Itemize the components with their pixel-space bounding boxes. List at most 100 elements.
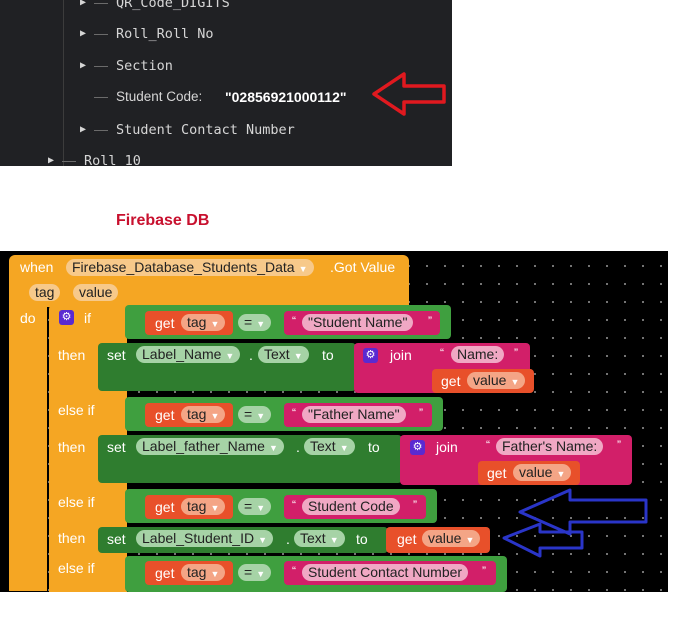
eq-dropdown[interactable]: =▼ — [238, 498, 272, 515]
operator: = — [244, 406, 253, 422]
to-keyword: to — [368, 439, 380, 455]
operator: = — [244, 314, 253, 330]
firebase-tree-panel: ▶ QR_Code_DIGITS ▶ Roll_Roll No ▶ Sectio… — [0, 0, 452, 166]
set-keyword: set — [107, 347, 126, 363]
get-keyword: get — [155, 565, 175, 581]
param-tag[interactable]: tag — [29, 284, 61, 301]
quote-icon: “ — [292, 498, 296, 512]
var-name: value — [473, 372, 507, 388]
property-dropdown[interactable]: Text▼ — [304, 438, 355, 455]
blue-arrow-annotation — [502, 488, 648, 558]
tree-row-label: Roll_Roll No — [116, 26, 214, 42]
var-dropdown[interactable]: tag▼ — [181, 406, 226, 423]
caption-firebase-db: Firebase DB — [116, 212, 210, 229]
join-keyword: join — [390, 347, 412, 363]
blocks-workspace[interactable]: when Firebase_Database_Students_Data▼ .G… — [0, 251, 668, 592]
component-dropdown[interactable]: Firebase_Database_Students_Data▼ — [66, 259, 314, 276]
component-dropdown[interactable]: Label_Student_ID▼ — [136, 530, 274, 547]
component-name: Label_father_Name — [142, 438, 265, 454]
expand-caret-icon[interactable]: ▶ — [80, 0, 87, 8]
if-keyword: if — [84, 310, 91, 326]
dropdown-arrow-icon: ▼ — [510, 377, 520, 387]
dropdown-arrow-icon: ▼ — [293, 351, 303, 361]
text-value[interactable]: Student Contact Number — [302, 564, 469, 581]
quote-icon: “ — [440, 346, 444, 360]
tree-connector — [94, 34, 108, 35]
quote-icon: ” — [419, 406, 423, 420]
text-value[interactable]: Student Code — [302, 498, 400, 515]
quote-icon: ” — [428, 314, 432, 328]
tree-connector — [94, 3, 108, 4]
text-value[interactable]: "Father Name" — [302, 406, 406, 423]
component-name: Label_Name — [142, 346, 222, 362]
var-name: value — [428, 530, 462, 546]
dropdown-arrow-icon: ▼ — [256, 569, 266, 579]
eq-dropdown[interactable]: =▼ — [238, 564, 272, 581]
dropdown-arrow-icon: ▼ — [298, 264, 308, 274]
eq-dropdown[interactable]: =▼ — [238, 406, 272, 423]
get-keyword: get — [155, 499, 175, 515]
else-if-keyword: else if — [58, 560, 95, 576]
tree-row-label: Student Contact Number — [116, 122, 295, 138]
tree-row-value[interactable]: "02856921000112" — [225, 89, 347, 105]
to-keyword: to — [356, 531, 368, 547]
quote-icon: ” — [514, 346, 518, 360]
quote-icon: “ — [486, 438, 490, 452]
get-keyword: get — [487, 465, 507, 481]
get-keyword: get — [155, 407, 175, 423]
tree-row-label: Roll 10 — [84, 153, 141, 166]
property-dropdown[interactable]: Text▼ — [294, 530, 345, 547]
var-dropdown[interactable]: value▼ — [513, 464, 572, 481]
quote-icon: “ — [292, 314, 296, 328]
component-dropdown[interactable]: Label_father_Name▼ — [136, 438, 284, 455]
component-name: Firebase_Database_Students_Data — [72, 259, 295, 275]
var-dropdown[interactable]: tag▼ — [181, 498, 226, 515]
else-if-keyword: else if — [58, 402, 95, 418]
quote-icon: “ — [292, 406, 296, 420]
property-name: Text — [310, 438, 336, 454]
set-keyword: set — [107, 531, 126, 547]
var-name: value — [519, 464, 553, 480]
mutator-gear-icon[interactable]: ⚙ — [410, 440, 425, 455]
expand-caret-icon[interactable]: ▶ — [80, 28, 87, 39]
operator: = — [244, 564, 253, 580]
set-keyword: set — [107, 439, 126, 455]
var-dropdown[interactable]: value▼ — [467, 372, 526, 389]
var-dropdown[interactable]: tag▼ — [181, 314, 226, 331]
mutator-gear-icon[interactable]: ⚙ — [59, 310, 74, 325]
tree-connector — [94, 130, 108, 131]
dropdown-arrow-icon: ▼ — [210, 569, 220, 579]
join-text-value[interactable]: Father's Name: — [496, 438, 604, 455]
dropdown-arrow-icon: ▼ — [256, 319, 266, 329]
dropdown-arrow-icon: ▼ — [329, 535, 339, 545]
quote-icon: ” — [617, 438, 621, 452]
var-dropdown[interactable]: tag▼ — [181, 564, 226, 581]
property-dropdown[interactable]: Text▼ — [258, 346, 309, 363]
mutator-gear-icon[interactable]: ⚙ — [363, 348, 378, 363]
tree-row-label: QR_Code_DIGITS — [116, 0, 230, 11]
tree-connector — [94, 97, 108, 98]
var-dropdown[interactable]: value▼ — [422, 530, 481, 547]
param-value[interactable]: value — [73, 284, 119, 301]
event-block-spine — [9, 301, 47, 591]
text-value[interactable]: "Student Name" — [302, 314, 414, 331]
get-keyword: get — [441, 373, 461, 389]
dropdown-arrow-icon: ▼ — [210, 411, 220, 421]
tree-connector — [94, 66, 108, 67]
expand-caret-icon[interactable]: ▶ — [80, 60, 87, 71]
tree-guide-line — [63, 0, 64, 166]
eq-dropdown[interactable]: =▼ — [238, 314, 272, 331]
get-keyword: get — [397, 531, 417, 547]
join-text-value[interactable]: Name: — [451, 346, 505, 363]
dropdown-arrow-icon: ▼ — [556, 469, 566, 479]
var-name: tag — [187, 406, 207, 422]
tree-row-key: Student Code: — [116, 89, 203, 104]
tree-row-label: Section — [116, 58, 173, 74]
expand-caret-icon[interactable]: ▶ — [48, 155, 55, 166]
dropdown-arrow-icon: ▼ — [256, 503, 266, 513]
property-name: Text — [300, 530, 326, 546]
quote-icon: ” — [413, 498, 417, 512]
then-keyword: then — [58, 439, 86, 455]
expand-caret-icon[interactable]: ▶ — [80, 124, 87, 135]
component-dropdown[interactable]: Label_Name▼ — [136, 346, 241, 363]
